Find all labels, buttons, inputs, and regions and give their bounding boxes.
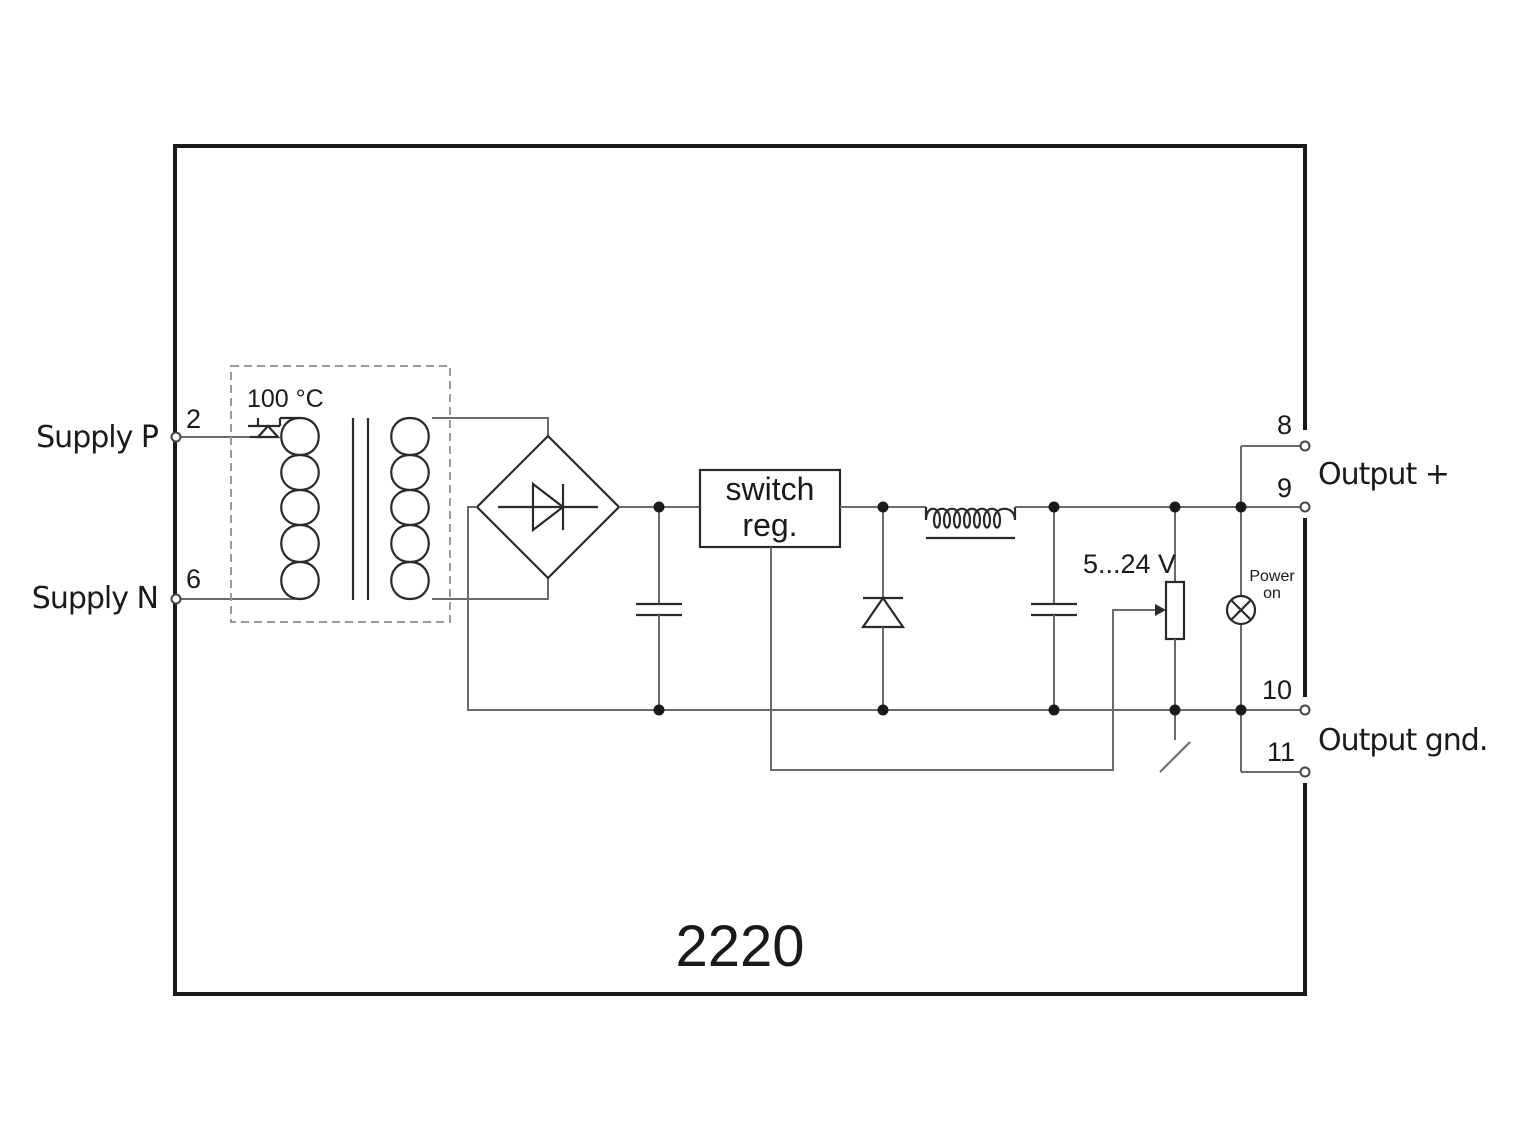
enclosure-gaps — [1300, 430, 1312, 783]
bridge-ground-wire — [467, 506, 1241, 711]
transformer-icon — [280, 416, 430, 601]
thermal-fuse-icon — [248, 416, 300, 439]
output-capacitor-icon — [1031, 507, 1077, 710]
terminal-6-number: 6 — [186, 564, 201, 594]
switch-regulator-label-line2: reg. — [742, 507, 797, 543]
secondary-wiring — [432, 417, 549, 600]
freewheel-diode-icon — [860, 507, 906, 710]
terminal-2-number: 2 — [186, 404, 201, 434]
terminal-markers — [170, 431, 1311, 778]
output-plus-label: Output + — [1318, 457, 1449, 492]
terminal-9-number: 9 — [1277, 473, 1292, 503]
bridge-rectifier-icon — [475, 434, 621, 580]
device-enclosure — [173, 144, 1307, 996]
feedback-wire — [770, 547, 1163, 771]
output-gnd-label: Output gnd. — [1318, 723, 1487, 758]
lamp-label-line2: on — [1263, 585, 1281, 602]
lamp-icon — [1225, 594, 1257, 626]
potentiometer-icon — [1159, 507, 1191, 773]
device-model-label: 2220 — [675, 914, 804, 979]
terminal-8-number: 8 — [1277, 410, 1292, 440]
transformer-housing — [230, 365, 451, 623]
supply-p-label: Supply P — [36, 420, 159, 455]
inductor-icon — [924, 507, 1017, 540]
switch-regulator-label-line1: switch — [726, 471, 815, 507]
terminal-11-number: 11 — [1267, 737, 1295, 767]
wiper-arrow — [1155, 604, 1166, 616]
supply-n-label: Supply N — [32, 581, 158, 616]
terminal-10-number: 10 — [1262, 675, 1292, 705]
junction-dots — [653, 501, 1247, 716]
lamp-label-line1: Power — [1249, 568, 1295, 585]
input-capacitor-icon — [636, 507, 682, 710]
thermal-fuse-label: 100 °C — [247, 385, 324, 413]
voltage-range-label: 5...24 V — [1083, 549, 1176, 579]
